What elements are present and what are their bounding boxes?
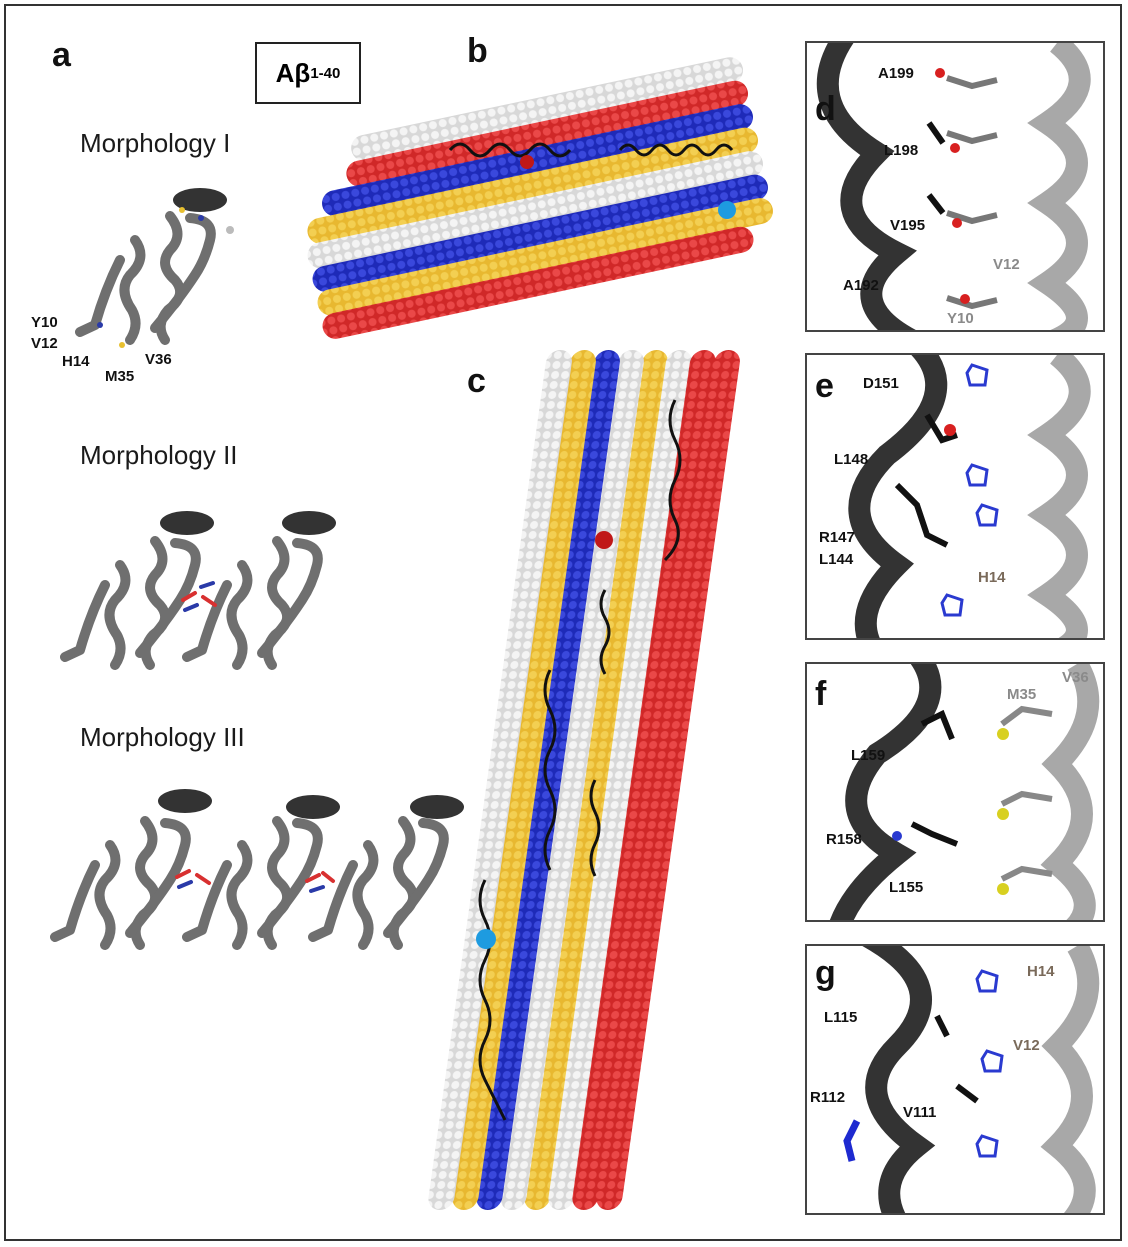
panel-d-label-l198: L198 [884, 143, 918, 158]
panel-e-label-h14: H14 [978, 570, 1006, 585]
morphology-1-title: Morphology I [80, 128, 230, 159]
panel-g-label-l115: L115 [824, 1010, 857, 1025]
panel-d-label-a192: A192 [843, 278, 879, 293]
panel-e-label-r147: R147 [819, 530, 855, 545]
residue-y10-label: Y10 [31, 315, 58, 330]
panel-f-inset [805, 662, 1105, 922]
morphology-2-title: Morphology II [80, 440, 238, 471]
morphology-3-structure [45, 785, 465, 965]
panel-g-label-v12: V12 [1013, 1038, 1040, 1053]
panel-g-label-v111: V111 [903, 1105, 936, 1120]
panel-e-ribbons [807, 355, 1105, 640]
panel-d-label-y10: Y10 [947, 311, 974, 326]
panel-e-inset [805, 353, 1105, 640]
morphology-3-title: Morphology III [80, 722, 245, 753]
panel-d-label-v195: V195 [890, 218, 925, 233]
panel-f-label-m35: M35 [1007, 687, 1036, 702]
panel-f-label-v36: V36 [1062, 670, 1089, 685]
panel-g-ribbons [807, 946, 1105, 1215]
panel-f-label-l155: L155 [889, 880, 923, 895]
panel-a-letter: a [52, 38, 71, 72]
fibril-top-view [290, 60, 790, 380]
residue-h14-label: H14 [62, 354, 90, 369]
panel-e-letter: e [815, 369, 834, 403]
residue-m35-label: M35 [105, 369, 134, 384]
panel-g-letter: g [815, 956, 836, 990]
panel-f-letter: f [815, 677, 826, 711]
panel-g-label-r112: R112 [810, 1090, 845, 1105]
residue-v36-label: V36 [145, 352, 172, 367]
morphology-2-structure [55, 505, 355, 675]
panel-g-label-h14: H14 [1027, 964, 1055, 979]
panel-d-letter: d [815, 92, 836, 126]
panel-f-label-r158: R158 [826, 832, 862, 847]
morphology-1-structure [70, 180, 250, 360]
panel-f-label-l159: L159 [851, 748, 885, 763]
residue-v12-label: V12 [31, 336, 58, 351]
panel-e-label-l144: L144 [819, 552, 853, 567]
panel-d-label-v12: V12 [993, 257, 1020, 272]
panel-d-label-a199: A199 [878, 66, 914, 81]
panel-e-label-d151: D151 [863, 376, 899, 391]
fibril-side-view [455, 340, 755, 1220]
panel-e-label-l148: L148 [834, 452, 868, 467]
panel-g-inset [805, 944, 1105, 1215]
panel-f-ribbons [807, 664, 1105, 922]
